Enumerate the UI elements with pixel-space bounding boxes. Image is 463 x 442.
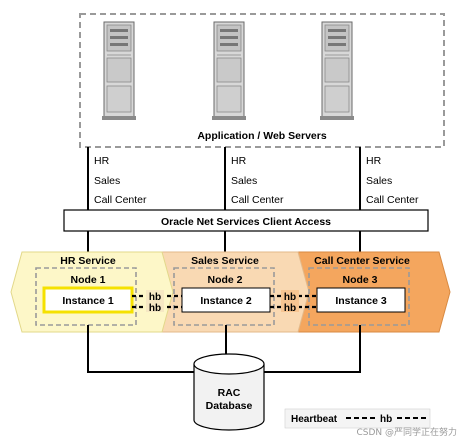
server-1-service-sales: Sales xyxy=(94,175,120,187)
database-label-line1: RAC xyxy=(218,387,241,399)
server-2-icon xyxy=(212,21,246,120)
node-3-to-database xyxy=(264,325,361,373)
instance-1-box xyxy=(42,286,134,314)
app-servers-group-border xyxy=(79,13,445,148)
service-title-sales: Sales Service xyxy=(191,255,259,267)
server-1-service-call-center: Call Center xyxy=(94,194,147,206)
hb-label-bg-1 xyxy=(146,290,164,312)
node-3-box xyxy=(308,267,410,326)
app-servers-title: Application / Web Servers xyxy=(197,130,327,142)
instance-1-label: Instance 1 xyxy=(62,295,114,307)
hb-label-2-bottom: hb xyxy=(284,303,296,314)
service-title-hr: HR Service xyxy=(60,255,116,267)
database-label-line2: Database xyxy=(206,400,253,412)
instance-3-box xyxy=(316,287,406,313)
net-services-label: Oracle Net Services Client Access xyxy=(161,216,331,228)
rac-database-icon xyxy=(193,353,265,431)
server-1-icon xyxy=(102,21,136,120)
node-3-label: Node 3 xyxy=(342,274,377,286)
net-services-bar xyxy=(63,209,429,232)
hb-label-1-bottom: hb xyxy=(149,303,161,314)
service-title-call-center: Call Center Service xyxy=(314,255,410,267)
server-2-service-sales: Sales xyxy=(231,175,257,187)
csdn-watermark: CSDN @严同学正在努力 xyxy=(356,428,457,438)
hb-label-2-top: hb xyxy=(284,292,296,303)
server-1-service-hr: HR xyxy=(94,155,110,167)
hb-label-bg-2 xyxy=(281,290,299,312)
server-3-icon xyxy=(320,21,354,120)
node-1-to-database xyxy=(87,325,194,373)
server-2-service-call-center: Call Center xyxy=(231,194,284,206)
server-2-service-hr: HR xyxy=(231,155,247,167)
node-1-label: Node 1 xyxy=(70,274,105,286)
node-2-label: Node 2 xyxy=(207,274,242,286)
legend-heartbeat-label: Heartbeat xyxy=(291,414,338,425)
instance-2-label: Instance 2 xyxy=(200,295,252,307)
server-3-service-call-center: Call Center xyxy=(366,194,419,206)
server-3-service-sales: Sales xyxy=(366,175,392,187)
legend-hb-label: hb xyxy=(380,414,392,425)
instance-3-label: Instance 3 xyxy=(335,295,387,307)
instance-2-box xyxy=(181,287,271,313)
hb-label-1-top: hb xyxy=(149,292,161,303)
server-3-service-hr: HR xyxy=(366,155,382,167)
